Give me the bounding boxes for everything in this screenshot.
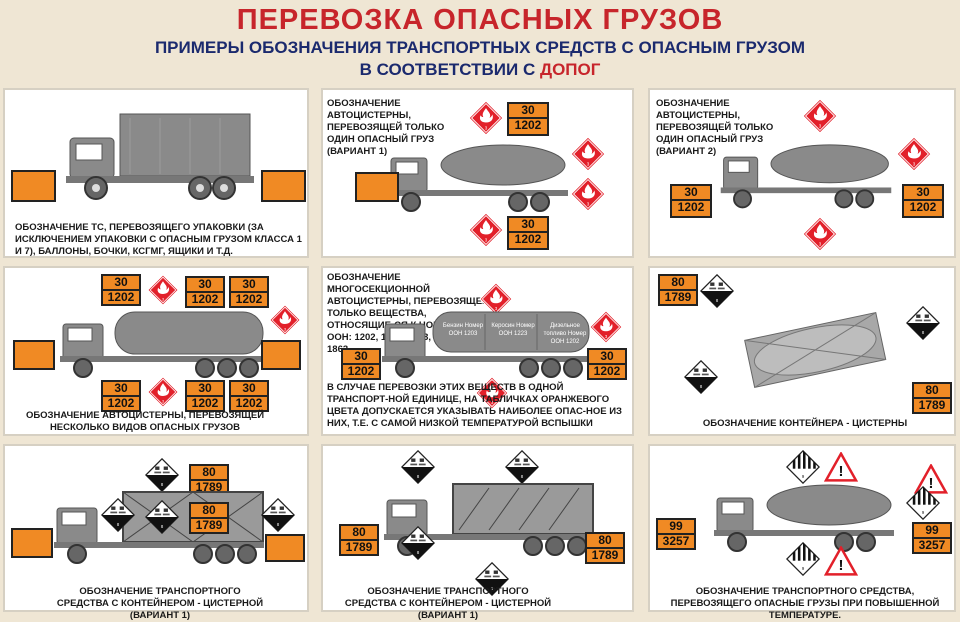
flame-diamond-icon xyxy=(589,310,623,344)
tanker-truck xyxy=(714,484,894,552)
corrosive-diamond-icon xyxy=(700,274,734,308)
caption: ОБОЗНАЧЕНИЕ ТС, ПЕРЕВОЗЯЩЕГО УПАКОВКИ (З… xyxy=(15,222,302,257)
panel-5: ОБОЗНАЧЕНИЕ МНОГОСЕКЦИОННОЙ АВТОЦИСТЕРНЫ… xyxy=(321,266,634,436)
stripes-diamond-icon xyxy=(906,486,940,520)
orange-plate-right xyxy=(265,534,305,562)
flame-diamond-icon xyxy=(468,100,504,136)
tanker-truck xyxy=(720,144,892,209)
panel-3: ОБОЗНАЧЕНИЕ АВТОЦИСТЕРНЫ, ПЕРЕВОЗЯЩЕЙ ТО… xyxy=(648,88,956,258)
stripes-diamond-icon xyxy=(786,450,820,484)
caption: ОБОЗНАЧЕНИЕ ТРАНСПОРТНОГО СРЕДСТВА С КОН… xyxy=(56,586,264,621)
caption: ОБОЗНАЧЕНИЕ ТРАНСПОРТНОГО СРЕДСТВА, ПЕРЕ… xyxy=(670,586,940,621)
corrosive-diamond-icon xyxy=(401,526,435,560)
corrosive-diamond-icon xyxy=(401,450,435,484)
flame-diamond-icon xyxy=(147,274,179,306)
flame-diamond-icon xyxy=(468,212,504,248)
page-title: ПЕРЕВОЗКА ОПАСНЫХ ГРУЗОВ xyxy=(236,4,724,36)
subtitle-accent: ДОПОГ xyxy=(539,60,601,79)
stripes-diamond-icon xyxy=(786,542,820,576)
orange-plate-left xyxy=(11,528,53,558)
flame-diamond-icon xyxy=(269,304,301,336)
corrosive-diamond-icon xyxy=(906,306,940,340)
caption: ОБОЗНАЧЕНИЕ АВТОЦИСТЕРНЫ, ПЕРЕВОЗЯЩЕЙ НЕ… xyxy=(25,410,265,433)
section-label: Дизельное топливо Номер ООН 1202 xyxy=(543,323,587,345)
page-subtitle: ПРИМЕРЫ ОБОЗНАЧЕНИЯ ТРАНСПОРТНЫХ СРЕДСТВ… xyxy=(154,38,806,57)
container-truck xyxy=(384,483,594,556)
corrosive-diamond-icon xyxy=(261,498,295,532)
corrosive-diamond-icon xyxy=(145,458,179,492)
subtitle-prefix: В СООТВЕТСТВИИ С xyxy=(359,60,540,79)
corrosive-diamond-icon xyxy=(101,498,135,532)
orange-plate-left xyxy=(13,340,55,370)
section-label: Бензин Номер ООН 1203 xyxy=(442,323,484,337)
orange-plate-left xyxy=(355,172,399,202)
caption: ОБОЗНАЧЕНИЕ ТРАНСПОРТНОГО СРЕДСТВА С КОН… xyxy=(344,586,552,621)
caption: ОБОЗНАЧЕНИЕ АВТОЦИСТЕРНЫ, ПЕРЕВОЗЯЩЕЙ ТО… xyxy=(327,98,445,157)
caption-bottom: В СЛУЧАЕ ПЕРЕВОЗКИ ЭТИХ ВЕЩЕСТВ В ОДНОЙ … xyxy=(327,382,622,429)
flame-diamond-icon xyxy=(802,98,838,134)
tank-container xyxy=(744,311,887,388)
page-subtitle-2: В СООТВЕТСТВИИ С ДОПОГ xyxy=(0,60,960,80)
multi-section-tanker xyxy=(382,311,590,378)
box-truck xyxy=(66,113,254,200)
hot-material-triangle-icon xyxy=(824,452,858,482)
orange-plate-right xyxy=(261,170,306,202)
flame-diamond-icon xyxy=(570,176,606,212)
section-label: Керосин Номер ООН 1223 xyxy=(491,323,535,337)
tanker-truck xyxy=(388,144,568,212)
corrosive-diamond-icon xyxy=(505,450,539,484)
hot-material-triangle-icon xyxy=(824,546,858,576)
flame-diamond-icon xyxy=(802,216,838,252)
caption: ОБОЗНАЧЕНИЕ АВТОЦИСТЕРНЫ, ПЕРЕВОЗЯЩЕЙ ТО… xyxy=(656,98,774,157)
flame-diamond-icon xyxy=(896,136,932,172)
orange-plate-right xyxy=(261,340,301,370)
tanker-truck xyxy=(60,311,265,378)
corrosive-diamond-icon xyxy=(684,360,718,394)
corrosive-diamond-icon xyxy=(145,500,179,534)
flame-diamond-icon xyxy=(570,136,606,172)
caption: ОБОЗНАЧЕНИЕ КОНТЕЙНЕРА - ЦИСТЕРНЫ xyxy=(702,418,908,429)
flame-diamond-icon xyxy=(147,376,179,408)
panel-1: ОБОЗНАЧЕНИЕ ТС, ПЕРЕВОЗЯЩЕГО УПАКОВКИ (З… xyxy=(3,88,309,258)
header: ПЕРЕВОЗКА ОПАСНЫХ ГРУЗОВ ПРИМЕРЫ ОБОЗНАЧ… xyxy=(0,0,960,88)
panel-2: ОБОЗНАЧЕНИЕ АВТОЦИСТЕРНЫ, ПЕРЕВОЗЯЩЕЙ ТО… xyxy=(321,88,634,258)
orange-plate-left xyxy=(11,170,56,202)
